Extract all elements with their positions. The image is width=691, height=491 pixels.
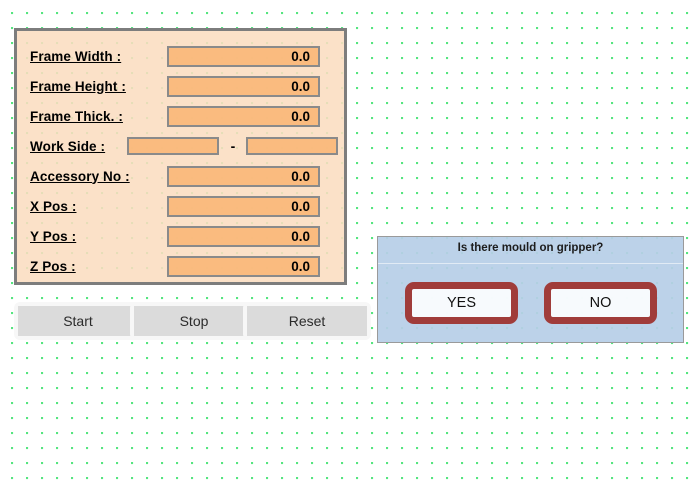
input-y-pos[interactable]: 0.0 [167,225,320,247]
work-side-separator: - [230,138,236,154]
input-x-pos[interactable]: 0.0 [167,195,320,217]
stop-button-label: Stop [134,306,254,336]
form-row-frame-width: Frame Width : 0.0 [17,41,344,71]
start-button[interactable]: Start [14,302,142,340]
label-z-pos: Z Pos : [30,258,76,274]
input-work-side-to[interactable] [246,137,338,155]
dialog-title: Is there mould on gripper? [457,242,604,254]
label-frame-height: Frame Height : [30,78,126,94]
label-frame-width: Frame Width : [30,48,122,64]
form-row-x-pos: X Pos : 0.0 [17,191,344,221]
dialog-no-button[interactable]: NO [544,282,657,324]
label-frame-thick: Frame Thick. : [30,108,123,124]
form-row-z-pos: Z Pos : 0.0 [17,251,344,281]
reset-button-label: Reset [247,306,367,336]
confirm-dialog: Is there mould on gripper? YES NO [377,236,684,343]
start-button-label: Start [18,306,138,336]
dialog-yes-button[interactable]: YES [405,282,518,324]
form-row-work-side: Work Side : - [17,131,344,161]
dialog-separator [378,263,683,264]
input-work-side-from[interactable] [127,137,219,155]
label-x-pos: X Pos : [30,198,77,214]
form-row-accessory-no: Accessory No : 0.0 [17,161,344,191]
input-frame-thick[interactable]: 0.0 [167,105,320,127]
parameter-form-panel: Frame Width : 0.0 Frame Height : 0.0 Fra… [14,28,347,285]
form-row-frame-height: Frame Height : 0.0 [17,71,344,101]
stop-button[interactable]: Stop [130,302,258,340]
form-row-y-pos: Y Pos : 0.0 [17,221,344,251]
input-accessory-no[interactable]: 0.0 [167,165,320,187]
label-y-pos: Y Pos : [30,228,77,244]
label-work-side: Work Side : [30,138,106,154]
input-z-pos[interactable]: 0.0 [167,255,320,277]
input-frame-width[interactable]: 0.0 [167,45,320,67]
reset-button[interactable]: Reset [243,302,371,340]
label-accessory-no: Accessory No : [30,168,130,184]
form-row-frame-thick: Frame Thick. : 0.0 [17,101,344,131]
input-frame-height[interactable]: 0.0 [167,75,320,97]
